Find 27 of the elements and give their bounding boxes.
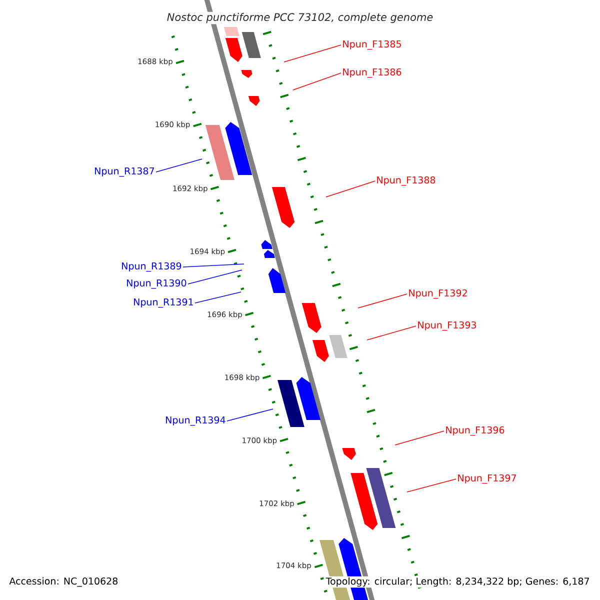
gene-label: Npun_F1385 bbox=[343, 40, 401, 50]
gene-label: Npun_F1397 bbox=[458, 474, 516, 484]
title: Nostoc punctiforme PCC 73102, complete genome bbox=[166, 12, 434, 24]
gene-label: Npun_R1387 bbox=[95, 167, 154, 177]
leader-line bbox=[194, 292, 242, 304]
leader-line bbox=[188, 270, 242, 284]
footer-text: Topology: circular; Length: 8,234,322 bp; Genes: 6,187 bbox=[324, 576, 591, 588]
leader-line bbox=[394, 430, 444, 446]
leader-line bbox=[326, 180, 376, 198]
leader-line bbox=[182, 264, 244, 268]
gene-label: Npun_F1388 bbox=[377, 176, 436, 186]
footer-text: Accession: NC_010628 bbox=[8, 576, 120, 588]
leader-line bbox=[226, 408, 274, 422]
gene-label: Npun_F1396 bbox=[446, 426, 504, 436]
leader-line bbox=[156, 158, 202, 172]
gene-label: Npun_R1391 bbox=[134, 298, 193, 308]
gene-label: Npun_F1392 bbox=[409, 289, 467, 299]
gene-label: Npun_F1386 bbox=[343, 68, 402, 78]
leader-line bbox=[366, 326, 416, 340]
leader-line bbox=[292, 72, 342, 90]
gene-label: Npun_R1390 bbox=[127, 279, 186, 289]
gene-label: Npun_R1394 bbox=[166, 416, 226, 426]
gene-label: Npun_R1389 bbox=[122, 262, 182, 272]
gene-label: Npun_F1393 bbox=[418, 321, 476, 331]
leader-line bbox=[406, 478, 456, 492]
leader-line bbox=[284, 44, 342, 62]
leader-line bbox=[358, 294, 408, 308]
